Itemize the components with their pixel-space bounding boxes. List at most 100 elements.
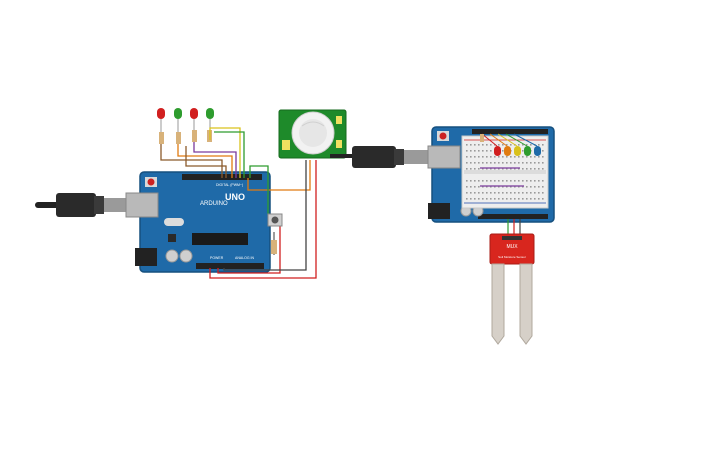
breadboard-hole [514,198,516,200]
breadboard-hole [510,156,512,158]
breadboard-hole [486,168,488,170]
breadboard-hole [498,144,500,146]
breadboard-hole [538,180,540,182]
breadboard-hole [510,168,512,170]
breadboard-hole [486,144,488,146]
breadboard-hole [510,198,512,200]
breadboard-hole [474,168,476,170]
breadboard-hole [490,186,492,188]
breadboard-hole [514,156,516,158]
usb-cable-left[interactable] [35,193,126,217]
breadboard-hole [494,156,496,158]
breadboard-hole [470,180,472,182]
breadboard-hole [534,156,536,158]
breadboard-hole [482,168,484,170]
breadboard-hole [498,186,500,188]
led-green-1[interactable] [174,108,182,132]
soil-brand: MUX [506,244,518,250]
breadboard-hole [486,186,488,188]
breadboard-hole [522,180,524,182]
breadboard-hole [486,162,488,164]
reset-button[interactable] [147,178,155,186]
breadboard-hole [506,144,508,146]
breadboard-hole [478,156,480,158]
breadboard-hole [534,168,536,170]
breadboard-hole [466,162,468,164]
breadboard-hole [490,168,492,170]
breadboard-hole [474,192,476,194]
breadboard-hole [526,162,528,164]
led-red-right[interactable] [494,146,501,156]
breadboard-hole [538,186,540,188]
breadboard-hole [538,162,540,164]
breadboard-hole [494,186,496,188]
breadboard-hole [466,144,468,146]
breadboard-hole [502,162,504,164]
breadboard-hole [506,180,508,182]
atmega-chip [192,233,248,245]
led-group-left [157,108,214,144]
led-green-right[interactable] [524,146,531,156]
breadboard-hole [478,180,480,182]
led-blue-right[interactable] [534,146,541,156]
breadboard-hole [502,150,504,152]
breadboard-hole [542,198,544,200]
breadboard-hole [506,192,508,194]
breadboard-hole [506,186,508,188]
push-button[interactable] [267,213,283,227]
breadboard-hole [534,186,536,188]
breadboard-hole [518,198,520,200]
breadboard-hole [498,162,500,164]
soil-moisture-sensor[interactable]: MUX Soil Moisture Sensor [489,233,535,345]
breadboard-hole [514,180,516,182]
breadboard-hole [470,144,472,146]
usb-jack [427,145,461,169]
breadboard-hole [530,168,532,170]
resistor [159,132,164,144]
breadboard-hole [530,192,532,194]
breadboard-hole [542,192,544,194]
breadboard-hole [526,144,528,146]
breadboard-hole [478,162,480,164]
breadboard-hole [486,192,488,194]
breadboard-hole [534,192,536,194]
breadboard-hole [518,168,520,170]
breadboard-hole [530,162,532,164]
breadboard-hole [502,168,504,170]
led-yellow-right[interactable] [514,146,521,156]
led-orange-right[interactable] [504,146,511,156]
breadboard-hole [486,180,488,182]
breadboard-hole [518,186,520,188]
breadboard-hole [542,180,544,182]
led-red-2[interactable] [190,108,198,132]
led-red-1[interactable] [157,108,165,132]
power-jack [428,203,450,219]
breadboard-hole [526,198,528,200]
breadboard-hole [474,156,476,158]
breadboard-hole [482,150,484,152]
breadboard-hole [474,180,476,182]
breadboard[interactable] [461,135,549,209]
breadboard-hole [518,192,520,194]
breadboard-hole [466,150,468,152]
breadboard-hole [526,168,528,170]
reset-button[interactable] [439,132,447,140]
breadboard-hole [494,180,496,182]
breadboard-hole [518,144,520,146]
breadboard-hole [542,186,544,188]
breadboard-hole [474,150,476,152]
usb-cable-right[interactable] [330,146,428,168]
breadboard-hole [534,198,536,200]
breadboard-hole [538,144,540,146]
breadboard-hole [474,186,476,188]
breadboard-hole [542,144,544,146]
breadboard-hole [478,186,480,188]
pir-sensor[interactable] [278,109,347,159]
digital-label: DIGITAL (PWM~) [216,183,243,187]
resistor [176,132,181,144]
breadboard-hole [522,192,524,194]
board-model: UNO [225,192,245,202]
breadboard-hole [498,180,500,182]
breadboard-hole [482,162,484,164]
